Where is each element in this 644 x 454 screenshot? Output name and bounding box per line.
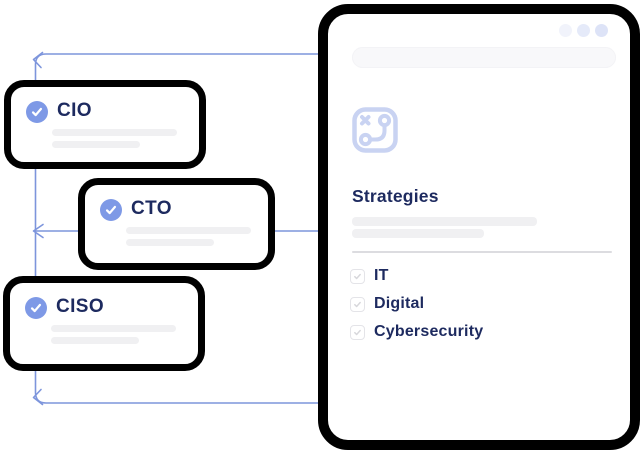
skeleton-line (126, 227, 251, 234)
checklist-item-digital[interactable]: Digital (350, 295, 483, 313)
checklist-item-label: Digital (374, 295, 425, 312)
skeleton-line (52, 141, 140, 148)
search-bar[interactable] (352, 47, 616, 68)
window-dot-icon (559, 24, 572, 37)
role-card-cto[interactable]: CTO (78, 178, 275, 270)
role-card-label: CIO (57, 100, 92, 121)
arrowhead-bottom-icon (32, 388, 44, 406)
divider (352, 251, 612, 253)
connector-bracket-path (34, 53, 336, 404)
skeleton-line (352, 217, 537, 226)
skeleton-line (51, 325, 176, 332)
checkbox-icon[interactable] (350, 268, 365, 284)
arrowhead-middle-icon (32, 223, 44, 239)
checklist-item-it[interactable]: IT (350, 267, 483, 285)
check-circle-icon (26, 101, 48, 123)
skeleton-line (52, 129, 177, 136)
checklist-item-cybersecurity[interactable]: Cybersecurity (350, 323, 483, 341)
skeleton-line (51, 337, 139, 344)
role-card-label: CISO (56, 296, 105, 317)
strategies-panel: Strategies IT Digital Cybersecuri (318, 4, 640, 450)
checklist-item-label: IT (374, 267, 389, 284)
check-circle-icon (25, 297, 47, 319)
role-card-ciso[interactable]: CISO (3, 276, 205, 371)
window-dots (559, 24, 608, 37)
window-dot-icon (595, 24, 608, 37)
arrowhead-top-icon (32, 51, 44, 69)
role-card-label: CTO (131, 198, 172, 219)
skeleton-line (352, 229, 484, 238)
panel-title: Strategies (352, 186, 439, 206)
checkbox-icon[interactable] (350, 296, 365, 312)
checkbox-icon[interactable] (350, 324, 365, 340)
strategies-checklist: IT Digital Cybersecurity (350, 267, 483, 341)
skeleton-line (126, 239, 214, 246)
role-card-cio[interactable]: CIO (4, 80, 206, 169)
window-dot-icon (577, 24, 590, 37)
checklist-item-label: Cybersecurity (374, 323, 484, 340)
strategy-route-icon (352, 107, 398, 153)
check-circle-icon (100, 199, 122, 221)
